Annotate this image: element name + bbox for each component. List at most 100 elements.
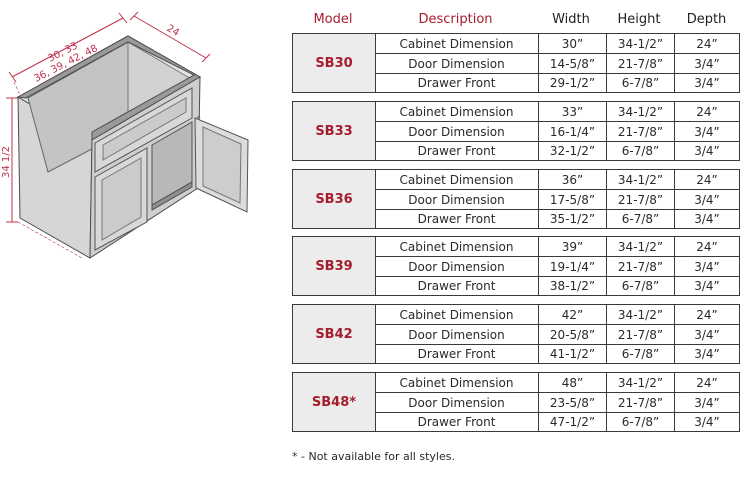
description-cell: Door Dimension (408, 395, 505, 410)
description-cell: Cabinet Dimension (399, 104, 514, 119)
description-cell: Cabinet Dimension (399, 307, 514, 322)
model-name: SB48* (293, 373, 376, 431)
height-cell: 34-1/2” (606, 34, 674, 54)
description-cell: Drawer Front (417, 415, 496, 430)
width-cell: 39” (538, 237, 606, 257)
width-cell: 35-1/2” (538, 209, 606, 229)
width-cell: 19-1/4” (538, 257, 606, 277)
height-cell: 6-7/8” (606, 73, 674, 93)
height-cell: 6-7/8” (606, 344, 674, 364)
depth-cell: 3/4” (674, 412, 739, 432)
depth-cell: 3/4” (674, 276, 739, 296)
header-depth: Depth (686, 12, 727, 27)
description-cell: Door Dimension (408, 259, 505, 274)
table-row: Cabinet Dimension 42”34-1/2”24” (375, 305, 739, 325)
height-cell: 6-7/8” (606, 412, 674, 432)
description-cell: Door Dimension (408, 56, 505, 71)
dimension-lines (6, 11, 211, 223)
sink-base-cabinet-drawing: 30, 33 36, 39, 42, 48 24 34 1/2 (1, 11, 249, 259)
description-cell: Cabinet Dimension (399, 36, 514, 51)
width-cell: 42” (538, 305, 606, 325)
description-cell: Drawer Front (417, 279, 496, 294)
description-cell: Door Dimension (408, 124, 505, 139)
height-cell: 34-1/2” (606, 373, 674, 393)
height-cell: 34-1/2” (606, 237, 674, 257)
width-cell: 48” (538, 373, 606, 393)
depth-cell: 24” (674, 237, 739, 257)
depth-cell: 3/4” (674, 141, 739, 161)
depth-cell: 24” (674, 34, 739, 54)
cabinet-body (16, 35, 249, 259)
width-cell: 32-1/2” (538, 141, 606, 161)
description-cell: Door Dimension (408, 192, 505, 207)
depth-cell: 24” (674, 305, 739, 325)
table-row: Door Dimension 23-5/8”21-7/8”3/4” (375, 392, 739, 413)
description-cell: Door Dimension (408, 327, 505, 342)
header-description: Description (418, 12, 493, 27)
footnote: * - Not available for all styles. (292, 450, 455, 463)
model-name: SB39 (293, 237, 376, 295)
table-row: Cabinet Dimension 48”34-1/2”24” (375, 373, 739, 393)
description-cell: Drawer Front (417, 347, 496, 362)
depth-cell: 24” (674, 170, 739, 190)
depth-cell: 3/4” (674, 122, 739, 142)
height-cell: 34-1/2” (606, 305, 674, 325)
width-cell: 16-1/4” (538, 122, 606, 142)
depth-cell: 3/4” (674, 344, 739, 364)
table-row: Drawer Front 41-1/2”6-7/8”3/4” (375, 343, 739, 364)
width-cell: 23-5/8” (538, 393, 606, 413)
depth-cell: 3/4” (674, 257, 739, 277)
description-cell: Cabinet Dimension (399, 239, 514, 254)
table-row: Cabinet Dimension 30”34-1/2”24” (375, 34, 739, 54)
height-cell: 21-7/8” (606, 393, 674, 413)
model-name: SB30 (293, 34, 376, 92)
depth-cell: 3/4” (674, 325, 739, 345)
header-width: Width (552, 12, 590, 27)
height-cell: 21-7/8” (606, 325, 674, 345)
model-name: SB42 (293, 305, 376, 363)
width-cell: 38-1/2” (538, 276, 606, 296)
width-cell: 17-5/8” (538, 190, 606, 210)
model-name: SB36 (293, 170, 376, 228)
table-row: Cabinet Dimension 39”34-1/2”24” (375, 237, 739, 257)
description-cell: Drawer Front (417, 76, 496, 91)
table-row: Drawer Front 35-1/2”6-7/8”3/4” (375, 208, 739, 229)
height-cell: 6-7/8” (606, 209, 674, 229)
width-cell: 14-5/8” (538, 54, 606, 74)
header-height: Height (617, 12, 661, 27)
width-cell: 29-1/2” (538, 73, 606, 93)
width-cell: 30” (538, 34, 606, 54)
height-cell: 34-1/2” (606, 102, 674, 122)
model-group: SB30 Cabinet Dimension 30”34-1/2”24” Door D… (292, 33, 740, 93)
description-cell: Cabinet Dimension (399, 172, 514, 187)
width-cell: 36” (538, 170, 606, 190)
depth-cell: 24” (674, 373, 739, 393)
height-label: 34 1/2 (1, 146, 12, 178)
table-row: Door Dimension 20-5/8”21-7/8”3/4” (375, 324, 739, 345)
description-cell: Drawer Front (417, 144, 496, 159)
height-cell: 6-7/8” (606, 276, 674, 296)
width-cell: 41-1/2” (538, 344, 606, 364)
depth-cell: 3/4” (674, 209, 739, 229)
depth-cell: 3/4” (674, 190, 739, 210)
height-cell: 21-7/8” (606, 257, 674, 277)
table-row: Door Dimension 19-1/4”21-7/8”3/4” (375, 256, 739, 277)
width-cell: 33” (538, 102, 606, 122)
height-cell: 21-7/8” (606, 54, 674, 74)
width-cell: 20-5/8” (538, 325, 606, 345)
depth-label: 24 (165, 23, 182, 39)
description-cell: Cabinet Dimension (399, 375, 514, 390)
description-cell: Drawer Front (417, 212, 496, 227)
depth-cell: 3/4” (674, 393, 739, 413)
